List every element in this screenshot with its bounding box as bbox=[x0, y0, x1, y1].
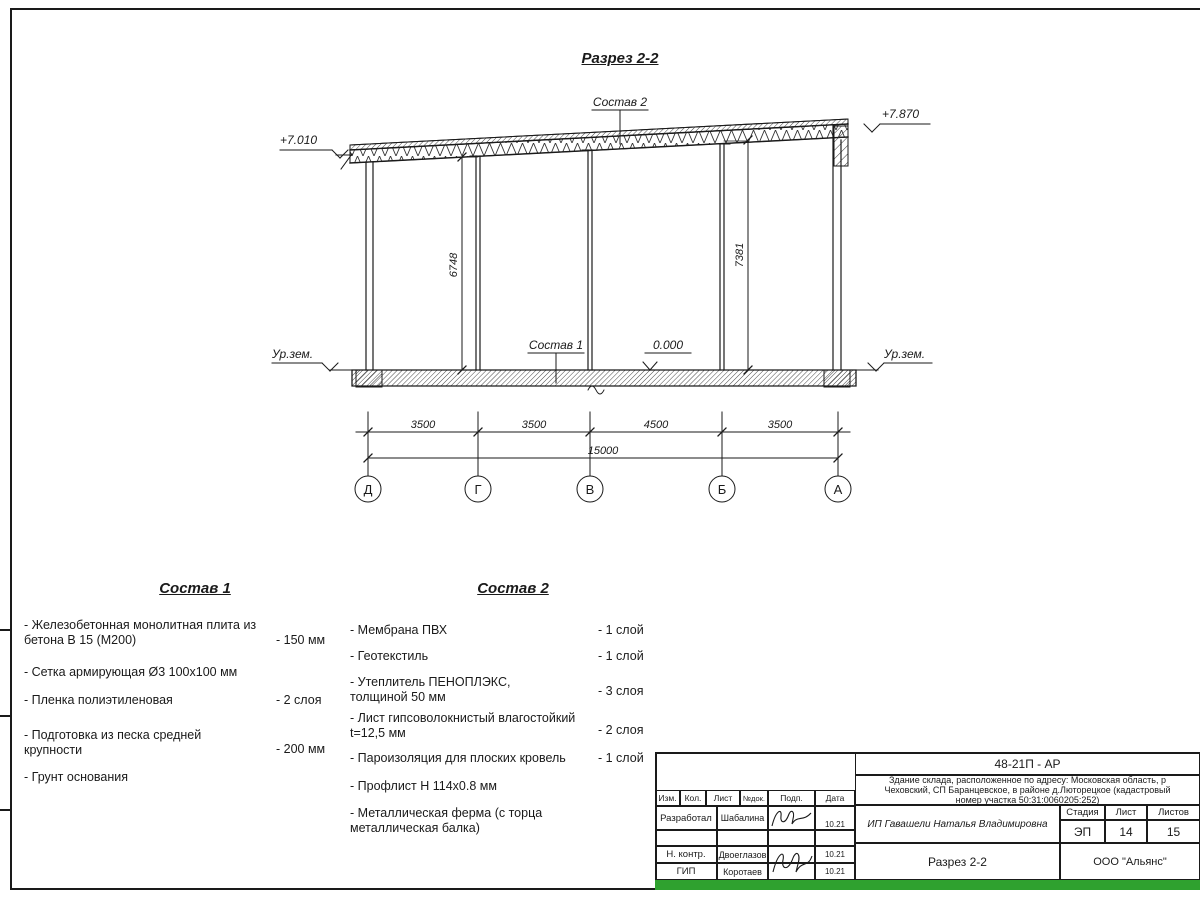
project-description: Здание склада, расположенное по адресу: … bbox=[855, 775, 1200, 805]
company-name: ООО "Альянс" bbox=[1060, 843, 1200, 880]
walls-and-columns bbox=[365, 125, 842, 371]
sheets-value: 15 bbox=[1147, 820, 1200, 843]
total-dim: 15000 bbox=[588, 445, 619, 457]
row-role: Разработал bbox=[655, 806, 717, 830]
section-drawing: 6748 7381 bbox=[271, 95, 933, 503]
row-name bbox=[717, 830, 768, 846]
spec2-value: - 2 слоя bbox=[598, 723, 644, 737]
project-description-line: Чеховский, СП Баранцевское, в районе д.Л… bbox=[884, 785, 1171, 795]
stage-header: Стадия bbox=[1060, 805, 1105, 820]
row-name: Двоеглазов bbox=[717, 846, 768, 863]
row-name: Коротаев bbox=[717, 863, 768, 880]
project-description-line: Здание склада, расположенное по адресу: … bbox=[889, 775, 1166, 785]
col-podp: Подп. bbox=[768, 790, 815, 806]
spec2-value: - 1 слой bbox=[598, 623, 644, 637]
spec2-value: - 1 слой bbox=[598, 649, 644, 663]
row-signature-cell bbox=[768, 806, 815, 830]
floor-slab bbox=[329, 369, 879, 395]
spec2-value: - 3 слоя bbox=[598, 684, 644, 698]
span-dim: 4500 bbox=[644, 419, 669, 431]
stamp-doc-title: Разрез 2-2 bbox=[855, 843, 1060, 880]
col-ndok: №док. bbox=[740, 790, 768, 806]
height-dimensions bbox=[457, 135, 753, 375]
level-marks bbox=[271, 109, 933, 384]
spec2-item: - Пароизоляция для плоских кровель bbox=[350, 751, 566, 765]
sheet-header: Лист bbox=[1105, 805, 1147, 820]
spec2-item: - Профлист Н 114х0.8 мм bbox=[350, 779, 497, 793]
spec2-heading: Состав 2 bbox=[477, 580, 549, 597]
green-strip bbox=[655, 880, 1200, 890]
title-block-border bbox=[655, 752, 1200, 880]
row-name: Шабалина bbox=[717, 806, 768, 830]
spec2-item: - Мембрана ПВХ bbox=[350, 623, 448, 637]
row-role: ГИП bbox=[655, 863, 717, 880]
sheets-header: Листов bbox=[1147, 805, 1200, 820]
ground-level-left-label: Ур.зем. bbox=[271, 347, 313, 361]
title-block: 48-21П - АР Здание склада, расположенное… bbox=[655, 752, 1200, 890]
col-izm: Изм. bbox=[655, 790, 680, 806]
page-title: Разрез 2-2 bbox=[581, 50, 659, 67]
spec1-item: - Грунт основания bbox=[24, 770, 129, 784]
row-date: 10.21 bbox=[815, 846, 855, 863]
roof-layers-label: Состав 2 bbox=[593, 95, 647, 109]
row-role: Н. контр. bbox=[655, 846, 717, 863]
spec2-item: - Геотекстиль bbox=[350, 649, 429, 663]
frame-tick bbox=[0, 809, 10, 811]
frame-tick bbox=[0, 715, 10, 717]
spec2-item: - Металлическая ферма (с торца металличе… bbox=[350, 806, 543, 835]
col-kol: Кол. bbox=[680, 790, 706, 806]
col-data: Дата bbox=[815, 790, 855, 806]
row-date bbox=[815, 830, 855, 846]
signature-icon bbox=[772, 852, 813, 873]
frame-tick bbox=[0, 629, 10, 631]
spec1-heading: Состав 1 bbox=[159, 580, 231, 597]
spec1-item: - Пленка полиэтиленовая bbox=[24, 693, 173, 707]
client-name: ИП Гавашели Наталья Владимировна bbox=[855, 805, 1060, 843]
axis-label: Б bbox=[718, 482, 727, 497]
row-role bbox=[655, 830, 717, 846]
spec1-value: - 200 мм bbox=[276, 742, 326, 756]
span-dim: 3500 bbox=[768, 419, 793, 431]
span-dim: 3500 bbox=[522, 419, 547, 431]
frame-left bbox=[10, 8, 12, 890]
row-date: 10.21 bbox=[815, 806, 855, 830]
row-date: 10.21 bbox=[815, 863, 855, 880]
doc-code: 48-21П - АР bbox=[855, 752, 1200, 775]
frame-bottom bbox=[10, 888, 1200, 890]
signature-icon bbox=[771, 810, 812, 827]
stage-value: ЭП bbox=[1060, 820, 1105, 843]
span-dim: 3500 bbox=[411, 419, 436, 431]
dim-height-right: 7381 bbox=[734, 243, 746, 267]
axis-label: Г bbox=[474, 482, 481, 497]
spec2-item: - Лист гипсоволокнистый влагостойкий t=1… bbox=[350, 711, 576, 740]
spec2-item: - Утеплитель ПЕНОПЛЭКС, толщиной 50 мм bbox=[350, 675, 511, 704]
spec1-item: - Сетка армирующая Ø3 100x100 мм bbox=[24, 665, 238, 679]
row-signature-cell bbox=[768, 830, 815, 846]
floor-layers-label: Состав 1 bbox=[529, 338, 583, 352]
spec1-item: - Подготовка из песка средней крупности bbox=[24, 728, 202, 757]
project-description-line: номер участка 50:31:0060205:252) bbox=[955, 795, 1100, 805]
spec1-item: - Железобетонная монолитная плита из бет… bbox=[24, 618, 257, 647]
dim-height-left: 6748 bbox=[448, 252, 460, 277]
spec1-value: - 150 мм bbox=[276, 633, 326, 647]
spec1-value: - 2 слоя bbox=[276, 693, 322, 707]
elevation-right-label: +7.870 bbox=[882, 107, 919, 121]
axis-label: Д bbox=[364, 482, 373, 497]
col-list: Лист bbox=[706, 790, 740, 806]
grid-axes bbox=[354, 475, 852, 503]
sheet-value: 14 bbox=[1105, 820, 1147, 843]
axis-label: А bbox=[834, 482, 843, 497]
axis-label: В bbox=[586, 482, 595, 497]
zero-level-label: 0.000 bbox=[653, 338, 683, 352]
ground-level-right-label: Ур.зем. bbox=[883, 347, 925, 361]
elevation-left-label: +7.010 bbox=[280, 133, 317, 147]
span-dimensions bbox=[355, 411, 851, 477]
frame-top bbox=[10, 8, 1200, 10]
spec2-value: - 1 слой bbox=[598, 751, 644, 765]
row-signature-cell bbox=[768, 863, 815, 880]
